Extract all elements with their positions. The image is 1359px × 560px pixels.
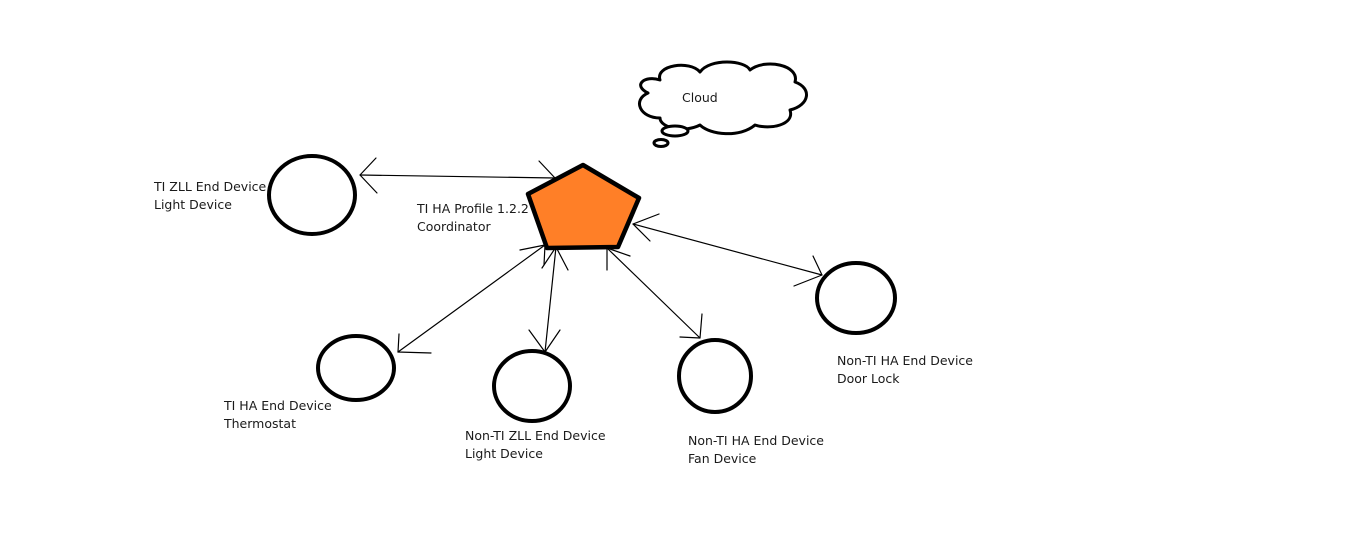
node-non-ti-zll-light xyxy=(492,349,572,423)
arrowhead xyxy=(397,333,432,354)
ti-zll-light-label: TI ZLL End Device Light Device xyxy=(154,178,266,214)
ti-ha-thermostat-label-line2: Thermostat xyxy=(224,416,296,431)
arrowhead xyxy=(793,255,823,287)
arrowhead xyxy=(632,213,660,242)
coordinator-label-line2: Coordinator xyxy=(417,219,491,234)
cloud-shape xyxy=(638,60,808,148)
coordinator-label-line1: TI HA Profile 1.2.2 xyxy=(417,201,529,216)
cloud-outline xyxy=(638,60,808,136)
non-ti-ha-fan-label-line2: Fan Device xyxy=(688,451,757,466)
arrowhead xyxy=(359,157,378,194)
coordinator-pentagon xyxy=(525,162,642,251)
arrowhead xyxy=(528,329,561,353)
non-ti-zll-light-label-line2: Light Device xyxy=(465,446,543,461)
ti-zll-light-label-line1: TI ZLL End Device xyxy=(154,179,267,194)
node-non-ti-ha-fan xyxy=(677,338,753,414)
ti-ha-thermostat-label-line1: TI HA End Device xyxy=(224,398,332,413)
non-ti-ha-door-lock-label-line1: Non-TI HA End Device xyxy=(837,353,973,368)
link-ti-zll-light xyxy=(359,174,556,179)
node-non-ti-ha-door-lock xyxy=(815,261,897,335)
link-non-ti-ha-door-lock xyxy=(632,223,823,276)
non-ti-ha-fan-label-line1: Non-TI HA End Device xyxy=(688,433,824,448)
link-non-ti-ha-fan xyxy=(606,247,701,339)
ti-ha-thermostat-label: TI HA End Device Thermostat xyxy=(224,397,332,433)
link-non-ti-zll-light xyxy=(544,246,557,353)
non-ti-zll-light-label: Non-TI ZLL End Device Light Device xyxy=(465,427,606,463)
non-ti-ha-fan-label: Non-TI HA End Device Fan Device xyxy=(688,432,824,468)
link-ti-ha-thermostat xyxy=(397,244,546,353)
coordinator-label: TI HA Profile 1.2.2 Coordinator xyxy=(417,200,529,236)
non-ti-ha-door-lock-label: Non-TI HA End Device Door Lock xyxy=(837,352,973,388)
node-ti-zll-light xyxy=(267,154,357,236)
non-ti-ha-door-lock-label-line2: Door Lock xyxy=(837,371,900,386)
non-ti-zll-light-label-line1: Non-TI ZLL End Device xyxy=(465,428,606,443)
arrowhead xyxy=(679,313,703,339)
connection-lines xyxy=(359,157,823,354)
cloud-trail-bubble-small xyxy=(652,138,670,148)
device-nodes xyxy=(267,154,897,423)
cloud-trail-bubble-large xyxy=(660,124,690,138)
ti-zll-light-label-line2: Light Device xyxy=(154,197,232,212)
node-ti-ha-thermostat xyxy=(316,334,396,402)
cloud-label: Cloud xyxy=(682,89,718,107)
cloud-label-text: Cloud xyxy=(682,90,718,105)
